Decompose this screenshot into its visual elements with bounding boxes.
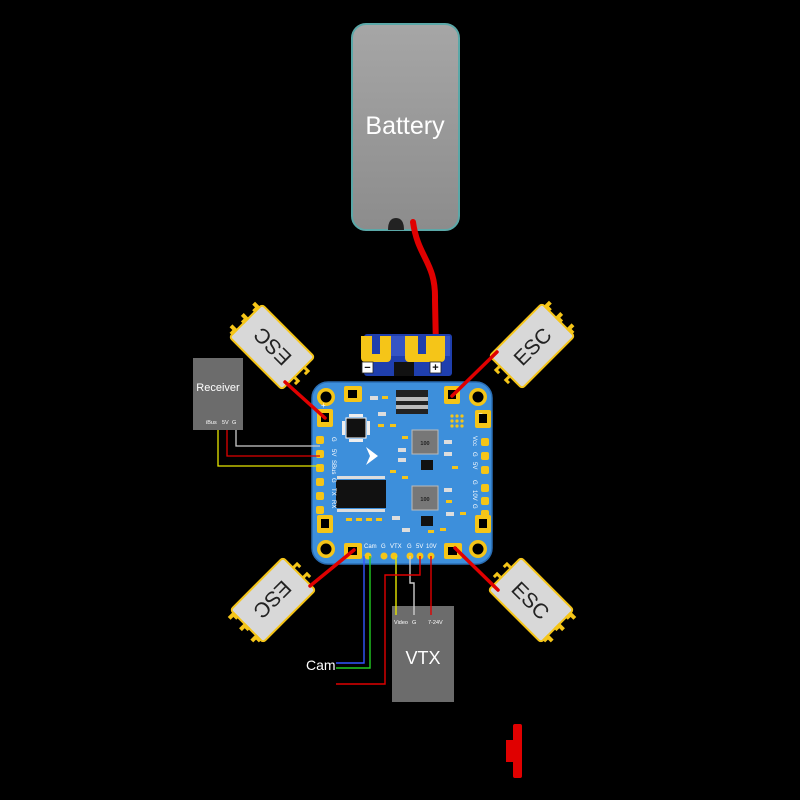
receiver-pin-ibus: iBus [206,420,217,426]
xt60-plus-label: + [432,362,438,374]
battery-black-lead-stub [388,218,404,230]
bottom-wires [336,556,432,685]
vtx-pin-power: 7-24V [428,620,443,626]
passive-components [346,396,466,533]
left-pin-label: TX [330,488,336,496]
receiver-wires [217,430,320,467]
flight-controller: + − [311,381,493,565]
right-pin-label: G [471,480,477,485]
inductor-bottom: 100 [411,485,439,511]
bottom-pin-label: Cam [364,544,377,550]
vtx-pin-g: G [412,620,416,626]
esc-top-right: ESC [489,300,575,389]
pad-plus-label: + [321,401,326,410]
mount-pad-top-right [469,388,487,406]
left-pin-label: G [330,437,336,442]
mcu-chip [342,414,370,442]
esc-pad-top-left-extra [344,386,362,402]
bottom-pin-label: 10V [426,544,437,550]
vtx-pin-video: Video [394,620,408,626]
receiver-pin-5v: 5V [222,420,229,426]
esc-top-left: ESC [229,301,315,390]
red-plug [506,724,522,778]
vtx: VTX Video G 7-24V [392,606,454,702]
pad-minus-label: − [478,409,483,418]
right-pin-label: G [471,504,477,509]
right-pin-label: 10V [471,490,477,501]
receiver-label: Receiver [196,382,240,394]
mount-pad-top-left [317,388,335,406]
xt60-connector: − + [361,334,452,376]
right-pin-label: Vcc [471,436,477,446]
left-pin-label: RX [330,500,336,508]
bottom-pin-label: VTX [390,544,402,550]
inductor-bottom-label: 100 [420,497,429,503]
capacitor-grid [450,414,464,428]
bottom-pin-label: 5V [416,544,423,550]
esc-bottom-left: ESC [227,557,316,643]
right-header: Vcc G 5V G 10V G [471,436,489,518]
battery-label: Battery [365,112,445,140]
right-pin-label: 5V [471,462,477,469]
direction-arrow-icon [366,447,378,465]
xt60-minus-label: − [364,362,370,374]
battery-power-wire [410,219,439,351]
receiver-pin-g: G [232,420,236,426]
right-pin-label: G [471,452,477,457]
small-ic-2 [421,516,433,526]
esc-bottom-right: ESC [488,557,577,643]
mount-pad-bottom-right [469,540,487,558]
cam-label: Cam [306,657,336,673]
bottom-pin-label: G [407,544,412,550]
osd-chip [336,476,386,512]
vtx-label: VTX [405,648,440,668]
left-pin-label: SBus [330,460,336,474]
receiver: Receiver iBus 5V G [193,358,243,430]
bottom-pin-label: G [381,544,386,550]
small-ic-1 [421,460,433,470]
esc-pad-bottom-right [444,515,491,559]
left-pin-label: G [330,478,336,483]
left-pin-label: 5V [330,449,336,456]
regulator-chip-top [396,390,428,414]
esc-power-wires [283,350,500,592]
battery: Battery [351,23,460,231]
inductor-top-label: 100 [420,441,429,447]
inductor-top: 100 [411,429,439,455]
mount-pad-bottom-left [317,540,335,558]
